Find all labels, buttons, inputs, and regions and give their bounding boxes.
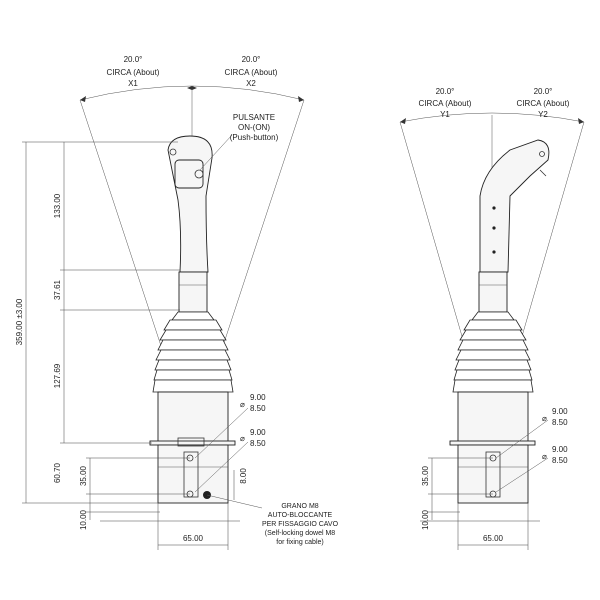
hole1-a: 9.00 xyxy=(250,393,266,402)
rivet-1 xyxy=(492,206,496,210)
plate-detail xyxy=(177,437,205,447)
dim-37: 37.61 xyxy=(53,279,62,300)
hole1-leader-r xyxy=(495,419,549,459)
angle-y1-circa: CIRCA (About) xyxy=(419,99,472,108)
base-housing-side xyxy=(457,444,529,504)
hole1-b: 8.50 xyxy=(250,404,266,413)
arc-arrow-left-r xyxy=(400,118,406,124)
dowel-label-2: AUTO-BLOCCANTE xyxy=(268,512,333,519)
side-detail xyxy=(539,169,547,177)
pushbutton-cap xyxy=(194,169,204,179)
arc-arrow-right-r xyxy=(578,118,584,124)
dim-65-r: 65.00 xyxy=(483,534,504,543)
dim-35-r: 35.00 xyxy=(421,465,430,486)
diameter-symbol-4: ⌀ xyxy=(542,452,547,461)
hole2-a-r: 9.00 xyxy=(552,445,568,454)
dowel-label-3: PER FISSAGGIO CAVO xyxy=(262,521,339,528)
rivet-3 xyxy=(492,250,496,254)
mounting-flange xyxy=(149,440,236,446)
diameter-symbol-3: ⌀ xyxy=(542,414,547,423)
angle-y1-value: 20.0° xyxy=(436,87,455,96)
angle-y1-axis: Y1 xyxy=(440,110,450,119)
dim-10: 10.00 xyxy=(79,509,88,530)
hole2-a: 9.00 xyxy=(250,428,266,437)
hole2-b: 8.50 xyxy=(250,439,266,448)
pushbutton-leader xyxy=(199,134,233,171)
hole1-b-r: 8.50 xyxy=(552,418,568,427)
dim-overall: 359.00 ±3.00 xyxy=(15,298,24,345)
angle-x1-circa: CIRCA (About) xyxy=(107,68,160,77)
handle-stem-side xyxy=(478,271,508,313)
dowel-leader xyxy=(206,494,263,509)
diameter-symbol-2: ⌀ xyxy=(240,434,245,443)
angle-x2-axis: X2 xyxy=(246,79,256,88)
mounting-flange-side xyxy=(449,440,536,446)
handle-stem xyxy=(178,271,208,313)
pushbutton-label-1: PULSANTE xyxy=(233,113,275,122)
hole1-a-r: 9.00 xyxy=(552,407,568,416)
rubber-bellows xyxy=(152,311,234,393)
dim-127: 127.69 xyxy=(53,363,62,388)
right-view xyxy=(399,112,585,550)
dowel-label-4: (Self-locking dowel M8 xyxy=(265,530,336,537)
angle-x2-circa: CIRCA (About) xyxy=(225,68,278,77)
arc-arrow-left xyxy=(80,96,86,102)
hole2-leader xyxy=(194,441,249,493)
dim-8: 8.00 xyxy=(239,468,248,484)
left-view xyxy=(22,85,305,550)
angle-y2-value: 20.0° xyxy=(534,87,553,96)
angle-arc-y xyxy=(399,112,585,123)
dim-35: 35.00 xyxy=(79,465,88,486)
rivet-2 xyxy=(492,226,496,230)
arc-arrow-center xyxy=(187,86,197,90)
hole1-leader xyxy=(194,407,249,459)
angle-x1-value: 20.0° xyxy=(124,55,143,64)
dowel-label-5: for fixing cable) xyxy=(276,539,323,546)
dim-10-r: 10.00 xyxy=(421,509,430,530)
angle-x1-axis: X1 xyxy=(128,79,138,88)
pushbutton-housing xyxy=(174,159,204,189)
diameter-symbol-1: ⌀ xyxy=(240,400,245,409)
arc-arrow-right xyxy=(298,96,304,102)
dowel-label-1: GRANO M8 xyxy=(281,503,318,510)
handle-hole xyxy=(169,148,177,156)
dim-133: 133.00 xyxy=(53,193,62,218)
rubber-bellows-side xyxy=(452,311,534,393)
dim-60: 60.70 xyxy=(53,462,62,483)
angle-x2-value: 20.0° xyxy=(242,55,261,64)
handle-grip-side xyxy=(479,139,550,273)
hole2-b-r: 8.50 xyxy=(552,456,568,465)
angle-y2-axis: Y2 xyxy=(538,110,548,119)
hole2-leader-r xyxy=(495,457,549,493)
joystick-body xyxy=(157,391,229,443)
handle-grip xyxy=(167,135,213,273)
pushbutton-label-2: ON-(ON) xyxy=(238,123,270,132)
joystick-body-side xyxy=(457,391,529,443)
side-hole xyxy=(539,151,545,157)
pushbutton-label-3: (Push-button) xyxy=(230,133,279,142)
angle-y2-circa: CIRCA (About) xyxy=(517,99,570,108)
dim-65: 65.00 xyxy=(183,534,204,543)
